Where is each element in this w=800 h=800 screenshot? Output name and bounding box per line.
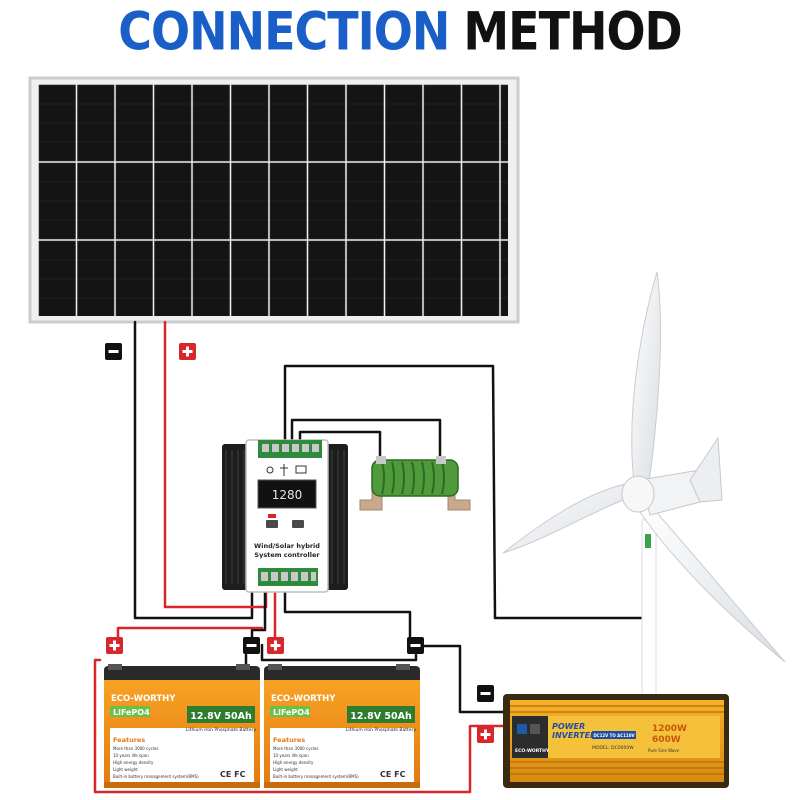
minus-sign-icon (407, 637, 424, 654)
battery-2-feature: Light weight (273, 767, 298, 772)
plus-sign-icon (477, 726, 494, 743)
battery-2-chemistry: LiFePO4 (273, 708, 310, 717)
inverter-positive-wire (93, 658, 514, 794)
controller-display: 1280 (272, 488, 303, 502)
battery-2-subtitle: Lithium Iron Phosphate Battery (346, 727, 416, 733)
battery-1-feature: More than 3000 cycles (113, 746, 158, 751)
battery-1-features-title: Features (113, 736, 145, 744)
battery-1-marks: CE FC (220, 770, 246, 779)
battery-1-brand: ECO-WORTHY (111, 694, 176, 704)
inverter-title-line1: POWER (552, 722, 585, 731)
battery-2-feature: 10 years life span (273, 753, 309, 758)
battery-1-feature: Built-in battery management system(BMS) (113, 774, 199, 779)
battery-2-feature: High energy density (273, 760, 314, 765)
inverter-brand: ECO-WORTHY (515, 748, 550, 754)
plus-sign-icon (106, 637, 123, 654)
battery-2 (264, 664, 420, 788)
battery-2-feature: Built-in battery management system(BMS) (273, 774, 359, 779)
battery-negative-wire (250, 583, 267, 642)
title-word-method: METHOD (463, 0, 682, 63)
hybrid-charge-controller: 1280 Wind/Solar hybrid System controller (222, 439, 348, 593)
battery-1-chemistry: LiFePO4 (113, 708, 150, 717)
inverter-badge: DC12V TO AC110V (593, 733, 635, 738)
wind-turbine-wire (493, 543, 652, 620)
plus-sign-icon (179, 343, 196, 360)
minus-sign-icon (477, 685, 494, 702)
battery-2-marks: CE FC (380, 770, 406, 779)
battery-2-features-title: Features (273, 736, 305, 744)
battery-1-feature: Light weight (113, 767, 138, 772)
battery-1-rating: 12.8V 50Ah (190, 711, 252, 722)
plus-sign-icon (267, 637, 284, 654)
battery-1-feature: 10 years life span (113, 753, 149, 758)
load-negative-wire (283, 583, 412, 642)
battery-2-feature: More than 3000 cycles (273, 746, 318, 751)
battery-1-feature: High energy density (113, 760, 154, 765)
inverter-footer: Pure Sine Wave (648, 748, 680, 753)
battery-2-brand: ECO-WORTHY (271, 694, 336, 704)
inverter-title-line2: INVERTER (552, 731, 596, 740)
solar-negative-wire (133, 320, 254, 620)
inverter-power-peak: 1200W (652, 724, 687, 734)
solar-panel (28, 76, 520, 324)
battery-1-subtitle: Lithium Iron Phosphate Battery (186, 727, 256, 733)
controller-caption-line1: Wind/Solar hybrid (254, 542, 320, 550)
inverter-model: MODEL: DC0000W (592, 745, 634, 751)
wind-turbine (502, 271, 786, 721)
dump-load-resistor (359, 456, 471, 511)
title-word-connection: CONNECTION (118, 0, 450, 63)
controller-caption-line2: System controller (254, 551, 320, 559)
battery-2-rating: 12.8V 50Ah (350, 711, 412, 722)
power-inverter (503, 694, 729, 788)
minus-sign-icon (105, 343, 122, 360)
minus-sign-icon (243, 637, 260, 654)
inverter-power-continuous: 600W (652, 735, 681, 745)
battery-1 (104, 664, 260, 788)
page-title: CONNECTION METHOD (0, 0, 800, 67)
